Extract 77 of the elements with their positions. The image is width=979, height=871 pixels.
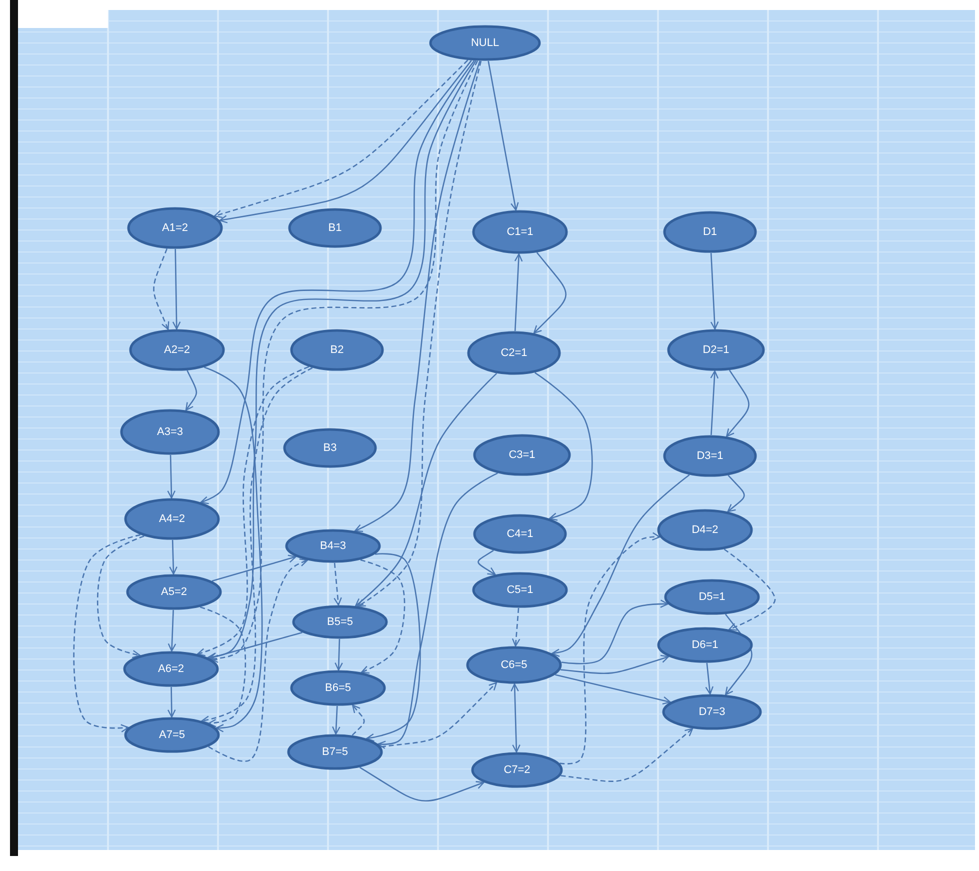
arrow <box>710 370 719 436</box>
arrow <box>201 367 313 724</box>
arrow <box>510 683 520 753</box>
node-label: A5=2 <box>161 586 187 598</box>
arrow <box>561 600 668 664</box>
node-label: A6=2 <box>158 663 184 675</box>
arrow <box>534 372 593 521</box>
arrow <box>705 662 714 695</box>
node-label: D2=1 <box>702 344 730 356</box>
arrow <box>357 60 482 607</box>
node-label: C4=1 <box>506 528 534 540</box>
node-label: B2 <box>330 344 344 356</box>
arrow <box>560 654 670 674</box>
node-label: C6=5 <box>500 659 528 671</box>
node-label: A4=2 <box>159 513 185 525</box>
arrow <box>560 532 660 764</box>
arrow <box>332 706 340 735</box>
arrow <box>488 60 519 211</box>
node-label: D6=1 <box>692 639 718 651</box>
node-label: D3=1 <box>696 450 724 462</box>
node-label: B1 <box>328 222 342 234</box>
arrow <box>169 540 178 575</box>
arrow <box>208 558 308 762</box>
arrow <box>167 687 176 718</box>
node-label: D7=3 <box>698 706 726 718</box>
node-label: D4=2 <box>692 524 718 536</box>
arrow <box>167 454 176 499</box>
node-label: D1 <box>702 226 718 238</box>
arrow <box>555 674 671 705</box>
arrow <box>212 554 296 582</box>
arrow <box>334 562 342 606</box>
node-label: D5=1 <box>698 591 726 603</box>
node-label: C2=1 <box>500 347 528 359</box>
arrow <box>200 606 246 728</box>
arrow <box>359 766 484 802</box>
node-label: B6=5 <box>325 682 351 694</box>
arrow <box>168 610 176 652</box>
arrow <box>200 60 475 504</box>
arrow <box>380 682 498 748</box>
arrow <box>478 550 496 576</box>
node-label: A2=2 <box>164 344 190 356</box>
arrow <box>512 608 520 647</box>
node-label: B7=5 <box>322 746 348 758</box>
arrow <box>727 474 745 512</box>
node-label: B5=5 <box>327 616 353 628</box>
arrow <box>560 728 694 782</box>
node-label: C1=1 <box>506 226 534 238</box>
arrow <box>204 366 263 732</box>
arrow <box>533 252 566 334</box>
arrow <box>354 60 480 532</box>
node-label: C7=2 <box>504 764 530 776</box>
arrow <box>710 252 719 330</box>
arrow <box>334 638 343 671</box>
node-label: A3=3 <box>157 426 183 438</box>
node-label: A7=5 <box>159 729 185 741</box>
arrow <box>96 535 144 658</box>
arrow <box>73 534 141 732</box>
node-label: B3 <box>323 442 337 454</box>
arrow <box>185 370 198 411</box>
arrow <box>354 372 498 606</box>
arrow <box>366 553 421 742</box>
arrow <box>352 704 365 736</box>
arrow <box>724 548 776 631</box>
arrow <box>726 370 750 437</box>
arrow <box>377 472 498 749</box>
node-label: A1=2 <box>162 222 188 234</box>
arrow <box>172 248 181 330</box>
arrow <box>552 474 690 657</box>
node-label: C5=1 <box>506 584 534 596</box>
arrow <box>196 366 310 656</box>
arrow <box>208 632 302 660</box>
arrow <box>360 559 406 674</box>
node-label: B4=3 <box>320 540 346 552</box>
node-label: C3=1 <box>508 449 536 461</box>
node-label: NULL <box>470 37 500 49</box>
arrow <box>153 248 170 330</box>
arrow <box>514 253 523 332</box>
